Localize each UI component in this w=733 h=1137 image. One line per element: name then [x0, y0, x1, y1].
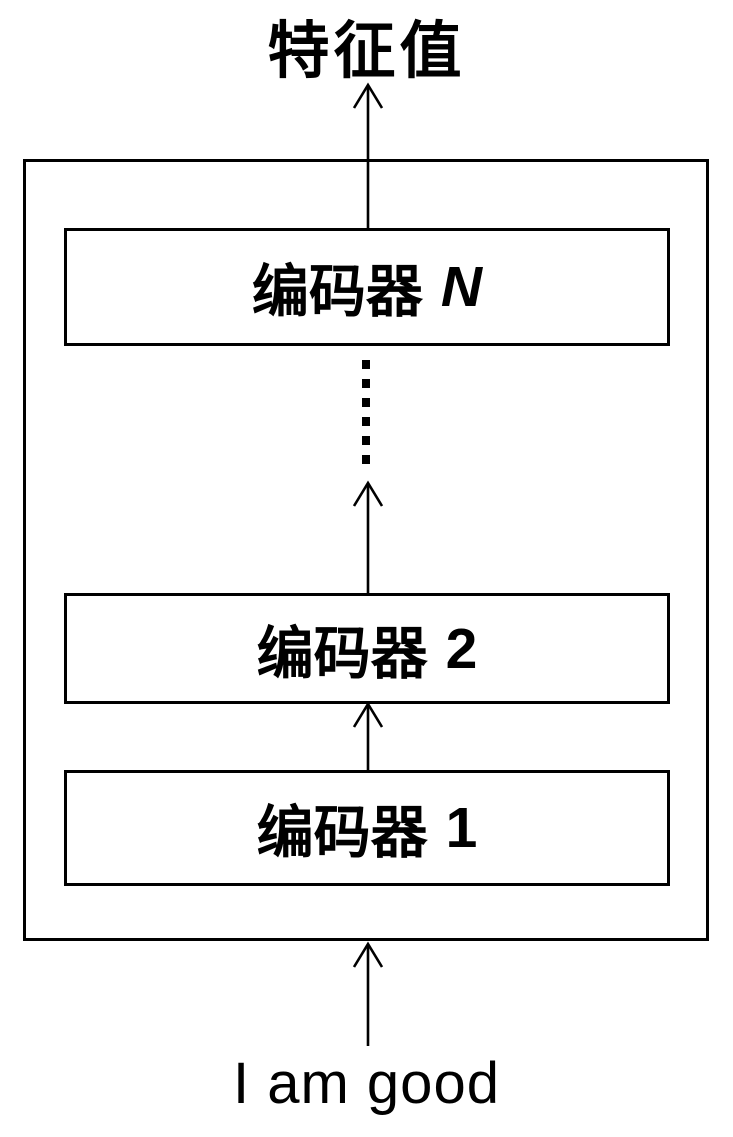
encoder-2-index: 2	[445, 616, 478, 681]
dot	[362, 417, 370, 426]
up-arrow-encoder1-to-encoder2-icon	[348, 701, 388, 773]
encoder-n-label: 编码器	[251, 260, 423, 324]
dot	[362, 455, 370, 464]
output-label: 特征值	[267, 17, 466, 86]
dot	[362, 379, 370, 388]
encoder-1-box: 编码器 1	[64, 770, 670, 886]
encoder-1-label: 编码器	[256, 801, 428, 865]
encoder-1-index: 1	[445, 796, 478, 860]
up-arrow-output-icon	[348, 82, 388, 230]
input-label: I am good	[233, 1051, 500, 1116]
encoder-2-label: 编码器	[256, 621, 428, 686]
dot	[362, 436, 370, 445]
encoder-n-box: 编码器 N	[64, 228, 670, 346]
ellipsis-dots-icon	[362, 360, 370, 464]
up-arrow-encoder2-to-dots-icon	[348, 480, 388, 595]
up-arrow-input-icon	[348, 941, 388, 1046]
encoder-2-box: 编码器 2	[64, 593, 670, 704]
dot	[362, 398, 370, 407]
dot	[362, 360, 370, 369]
encoder-n-index: N	[440, 255, 483, 319]
